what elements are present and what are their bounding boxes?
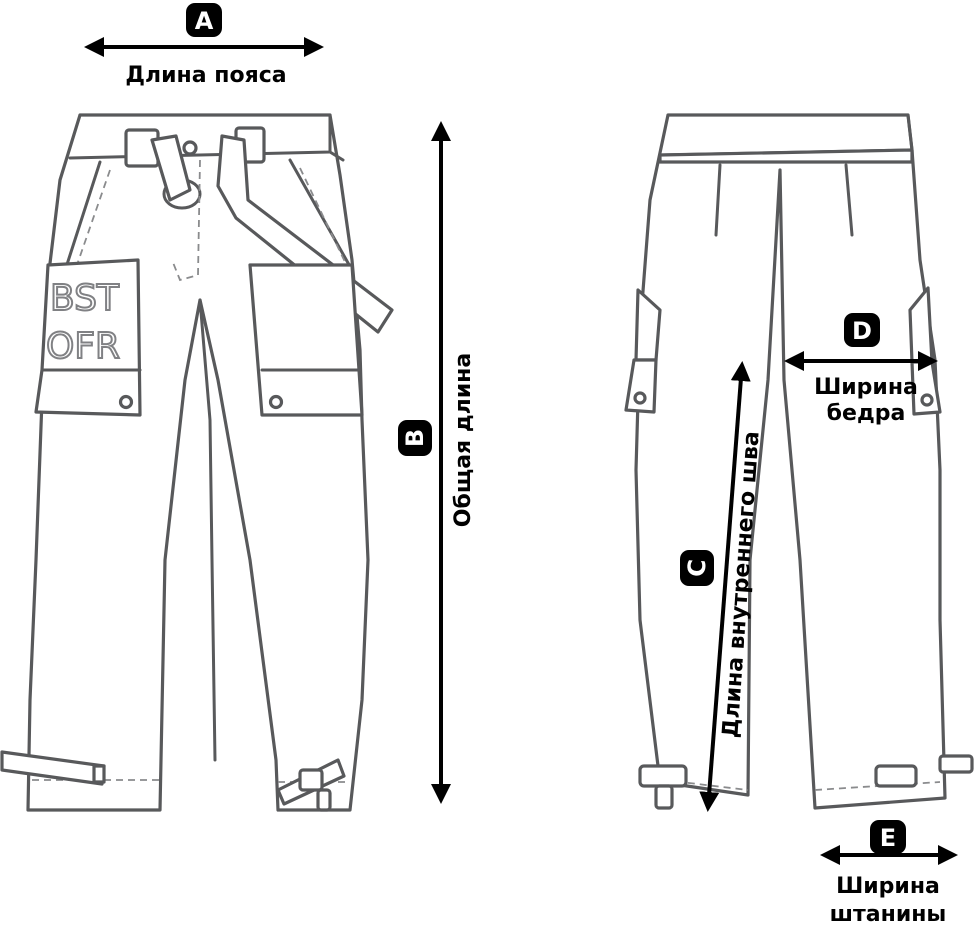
badge-a: A — [186, 3, 222, 37]
back-dart-right — [844, 163, 854, 237]
measurement-d: D Ширина бедра — [784, 313, 938, 426]
back-ankle-strap-right — [938, 754, 974, 774]
ankle-buckle-left — [92, 764, 106, 784]
waist-button — [182, 140, 198, 156]
front-pocket-right — [288, 158, 354, 272]
belt-strap-left — [150, 134, 192, 202]
print-line1: BST — [50, 278, 120, 319]
measurement-a: A Длина пояса — [84, 3, 324, 88]
label-leg-width-line1: Ширина — [836, 874, 940, 899]
front-view-pants: BST OFR — [0, 113, 394, 812]
back-view-pants — [624, 113, 974, 810]
label-total-length: Общая длина — [451, 353, 476, 527]
ankle-strap-left — [0, 750, 106, 786]
print-line2: OFR — [46, 326, 120, 367]
svg-text:A: A — [195, 7, 214, 35]
svg-text:D: D — [852, 317, 872, 345]
badge-d: D — [844, 313, 880, 347]
cargo-pocket-right — [248, 263, 364, 417]
pocket-snap-right — [268, 394, 284, 410]
label-leg-width-line2: штанины — [830, 902, 947, 927]
ankle-buckle-right — [298, 768, 324, 792]
label-waist-length: Длина пояса — [125, 63, 286, 88]
badge-b: B — [398, 420, 432, 456]
measurement-b: B Общая длина — [398, 121, 476, 804]
svg-text:B: B — [401, 429, 429, 447]
label-hip-width-line2: бедра — [827, 401, 906, 426]
back-ankle-buckle-left — [638, 764, 688, 788]
back-ankle-buckle-right — [874, 764, 918, 788]
back-dart-left — [714, 163, 722, 237]
pocket-snap-left — [118, 394, 134, 410]
cargo-pocket-left — [34, 258, 142, 417]
back-pants-body — [634, 113, 947, 810]
badge-e: E — [870, 820, 906, 854]
badge-c: C — [680, 550, 714, 586]
front-waistband — [68, 113, 332, 160]
svg-text:E: E — [880, 824, 896, 852]
front-fly-stitching — [171, 159, 201, 282]
inseam-length-arrow — [699, 361, 751, 812]
measurement-e: E Ширина штанины — [820, 820, 958, 927]
front-pants-body — [26, 113, 370, 812]
front-pocket-left — [60, 160, 102, 282]
label-hip-width-line1: Ширина — [814, 375, 918, 400]
svg-text:C: C — [682, 558, 711, 578]
